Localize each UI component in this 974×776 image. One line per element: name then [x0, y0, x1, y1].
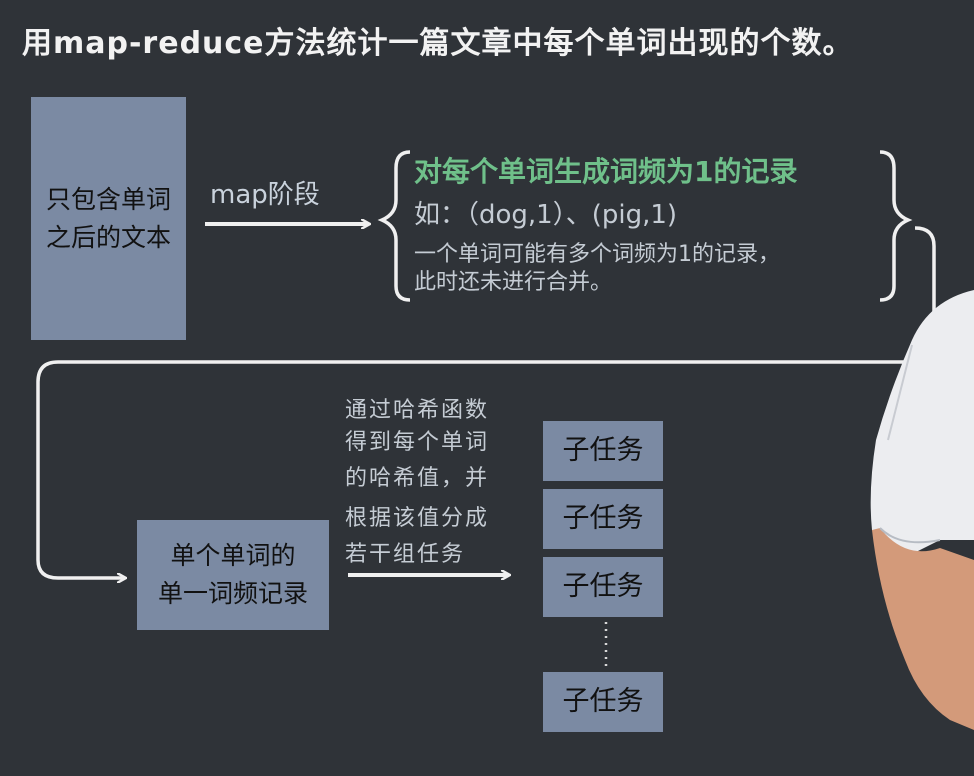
hash-note-line: 通过哈希函数 — [345, 398, 490, 423]
subtask-box: 子任务 — [543, 489, 663, 549]
right-brace-icon — [879, 150, 913, 302]
subtask-box: 子任务 — [543, 672, 663, 732]
hash-note-line: 若干组任务 — [345, 542, 466, 567]
box-line: 单一词频记录 — [157, 579, 308, 608]
map-result-heading: 对每个单词生成词频为1的记录 — [414, 155, 798, 188]
flow-connector — [36, 226, 936, 578]
subtask-box: 子任务 — [543, 421, 663, 481]
box-line: 只包含单词 — [45, 184, 171, 214]
map-result-note-line: 一个单词可能有多个词频为1的记录， — [414, 242, 780, 267]
hash-note-line: 根据该值分成 — [345, 506, 490, 531]
single-word-record-box: 单个单词的 单一词频记录 — [137, 520, 329, 630]
map-stage-label: map阶段 — [210, 180, 320, 210]
left-brace-icon — [377, 150, 411, 302]
box-line: 单个单词的 — [170, 541, 296, 570]
hash-note-line: 的哈希值，并 — [345, 466, 490, 491]
subtask-box: 子任务 — [543, 557, 663, 617]
map-result-note-line: 此时还未进行合并。 — [414, 270, 613, 295]
hash-note-line: 得到每个单词 — [345, 430, 490, 455]
page-title: 用map-reduce方法统计一篇文章中每个单词出现的个数。 — [22, 26, 854, 61]
map-result-example: 如：（dog,1）、(pig,1) — [414, 200, 678, 230]
text-after-tokenize-box: 只包含单词 之后的文本 — [31, 97, 186, 340]
box-line: 之后的文本 — [45, 222, 171, 252]
